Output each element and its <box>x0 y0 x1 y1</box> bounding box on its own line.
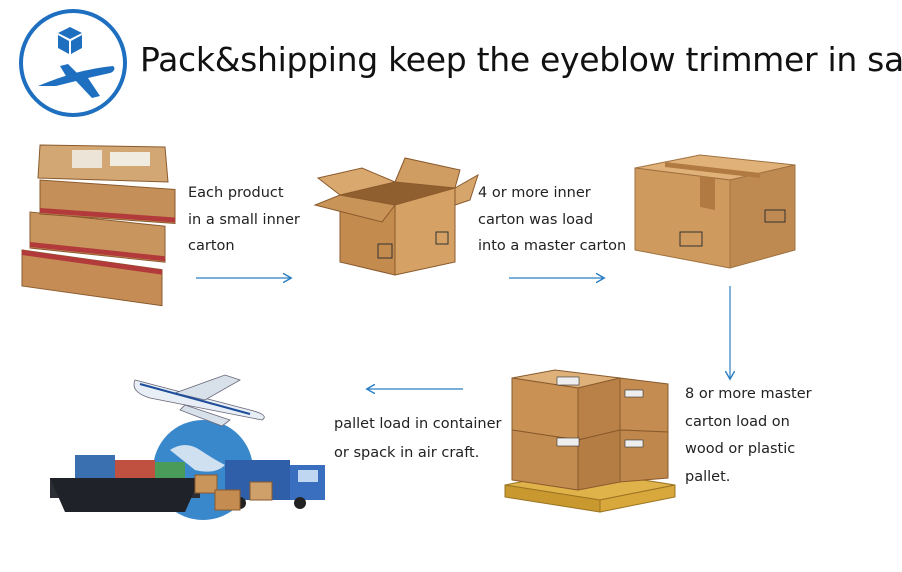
sealed-box-image <box>634 154 796 269</box>
step1-line: in a small inner <box>188 211 300 228</box>
step2-line: carton was load <box>478 211 594 228</box>
transport-image <box>50 374 325 520</box>
step4-line: or spack in air craft. <box>334 445 480 461</box>
step1-line: Each product <box>188 185 284 201</box>
step4-text: pallet load in container or spack in air… <box>334 410 502 468</box>
logo-box-plane-icon <box>19 9 127 117</box>
page-title: Pack&shipping keep the eyeblow trimmer i… <box>140 40 902 79</box>
pallet-boxes-image <box>504 369 676 513</box>
step3-text: 8 or more master carton load on wood or … <box>685 381 812 491</box>
step2-line: 4 or more inner <box>478 185 591 201</box>
parcel-stack-image <box>21 144 176 307</box>
step4-line: pallet load in container <box>334 416 502 432</box>
step1-line: carton <box>188 238 235 254</box>
step2-line: into a master carton <box>478 238 627 254</box>
step3-line: pallet. <box>685 468 731 485</box>
step2-text: 4 or more inner carton was load into a m… <box>478 180 626 260</box>
step3-line: 8 or more master <box>685 386 812 402</box>
step1-text: Each product in a small inner carton <box>188 180 300 260</box>
open-box-image <box>313 157 479 276</box>
step3-line: carton load on <box>685 413 790 430</box>
step3-line: wood or plastic <box>685 441 796 457</box>
